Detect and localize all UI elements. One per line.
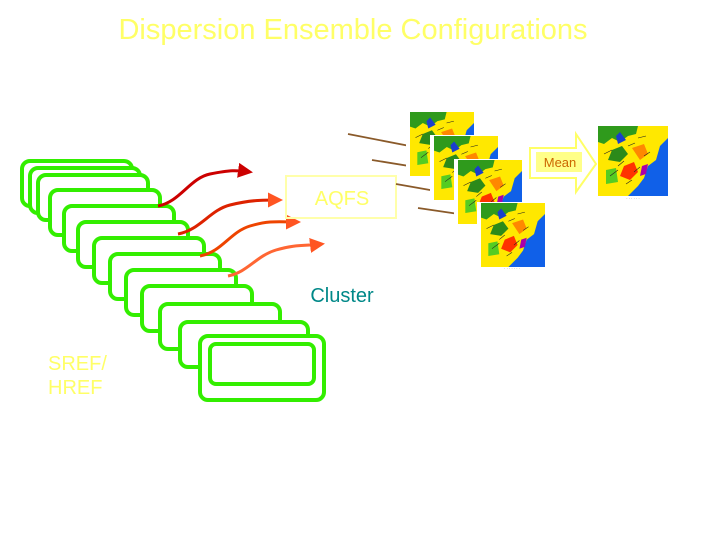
mean-label: Mean <box>544 155 577 170</box>
arrow-icon <box>227 238 325 278</box>
diagram-title: Dispersion Ensemble Configurations <box>118 14 588 46</box>
svg-text:· · · · · ·: · · · · · · <box>626 196 640 201</box>
mean-arrow: Mean <box>529 130 598 196</box>
ensemble-member-stack <box>20 159 326 402</box>
svg-text:· · · · · · ·: · · · · · · · <box>504 266 520 271</box>
ensemble-maps: · · · · · · · <box>406 111 549 272</box>
mean-map-thumbnail-icon: · · · · · · <box>597 125 669 201</box>
arrow-icon <box>157 162 253 208</box>
sref-label-line2: HREF <box>48 377 102 399</box>
map-thumbnail-icon: · · · · · · · <box>477 202 549 272</box>
sref-label-line1: SREF/ <box>48 353 107 375</box>
arrow-icon <box>177 192 283 236</box>
cluster-label: Cluster <box>310 285 374 307</box>
aqfs-box <box>285 175 397 219</box>
arrow-icon <box>199 214 301 258</box>
ensemble-member-inner <box>208 342 316 386</box>
member-arrows <box>157 162 325 278</box>
aqfs-label: AQFS <box>315 188 369 210</box>
sref-label: SREF/ HREF <box>48 353 112 399</box>
